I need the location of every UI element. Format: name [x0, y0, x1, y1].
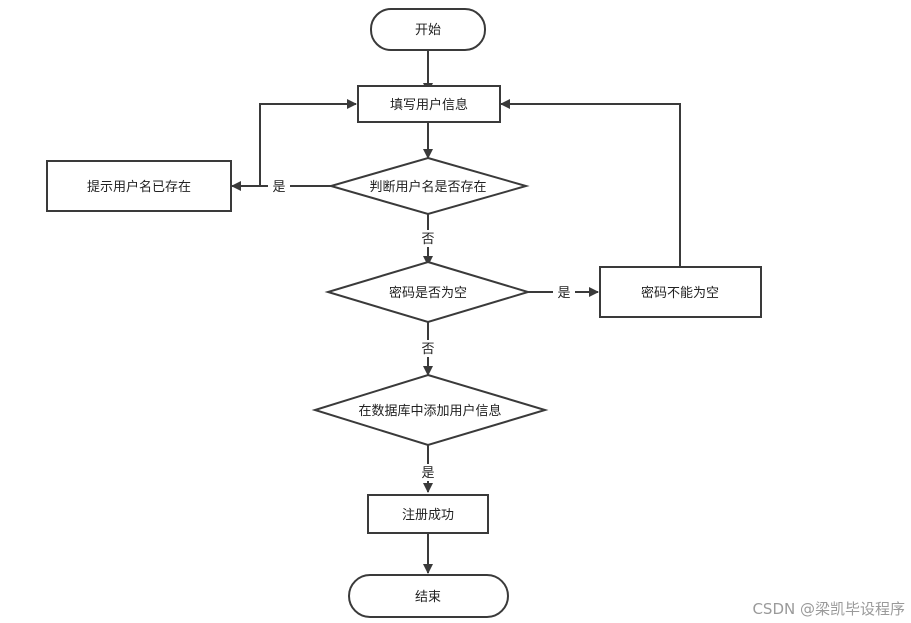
watermark-text: CSDN @梁凯毕设程序 — [752, 600, 905, 618]
node-check-pwd: 密码是否为空 — [324, 260, 532, 324]
node-fill-info: 填写用户信息 — [357, 85, 501, 123]
node-check-user-label: 判断用户名是否存在 — [369, 179, 486, 195]
node-user-exists-label: 提示用户名已存在 — [87, 179, 191, 195]
edge-exists-back-to-fill — [259, 99, 357, 186]
node-user-exists: 提示用户名已存在 — [46, 160, 232, 212]
node-save-db-label: 在数据库中添加用户信息 — [358, 403, 501, 419]
node-check-user: 判断用户名是否存在 — [327, 156, 530, 216]
node-success-label: 注册成功 — [402, 508, 454, 523]
node-pwd-empty: 密码不能为空 — [599, 266, 762, 318]
edge-empty-back-to-fill — [500, 99, 681, 267]
edge-label-db-yes: 是 — [421, 466, 434, 481]
node-fill-info-label: 填写用户信息 — [390, 97, 468, 113]
edge-label-user-no: 否 — [421, 232, 434, 247]
node-end: 结束 — [348, 574, 509, 618]
edge-label-pwd-yes: 是 — [557, 286, 570, 301]
edge-label-user-yes: 是 — [272, 180, 285, 195]
node-save-db: 在数据库中添加用户信息 — [311, 373, 549, 447]
node-success: 注册成功 — [367, 494, 489, 534]
node-check-pwd-label: 密码是否为空 — [389, 285, 467, 301]
edge-label-pwd-no: 否 — [421, 342, 434, 357]
node-start-label: 开始 — [415, 23, 441, 38]
node-start: 开始 — [370, 8, 486, 51]
node-pwd-empty-label: 密码不能为空 — [641, 285, 719, 301]
node-end-label: 结束 — [415, 590, 441, 605]
